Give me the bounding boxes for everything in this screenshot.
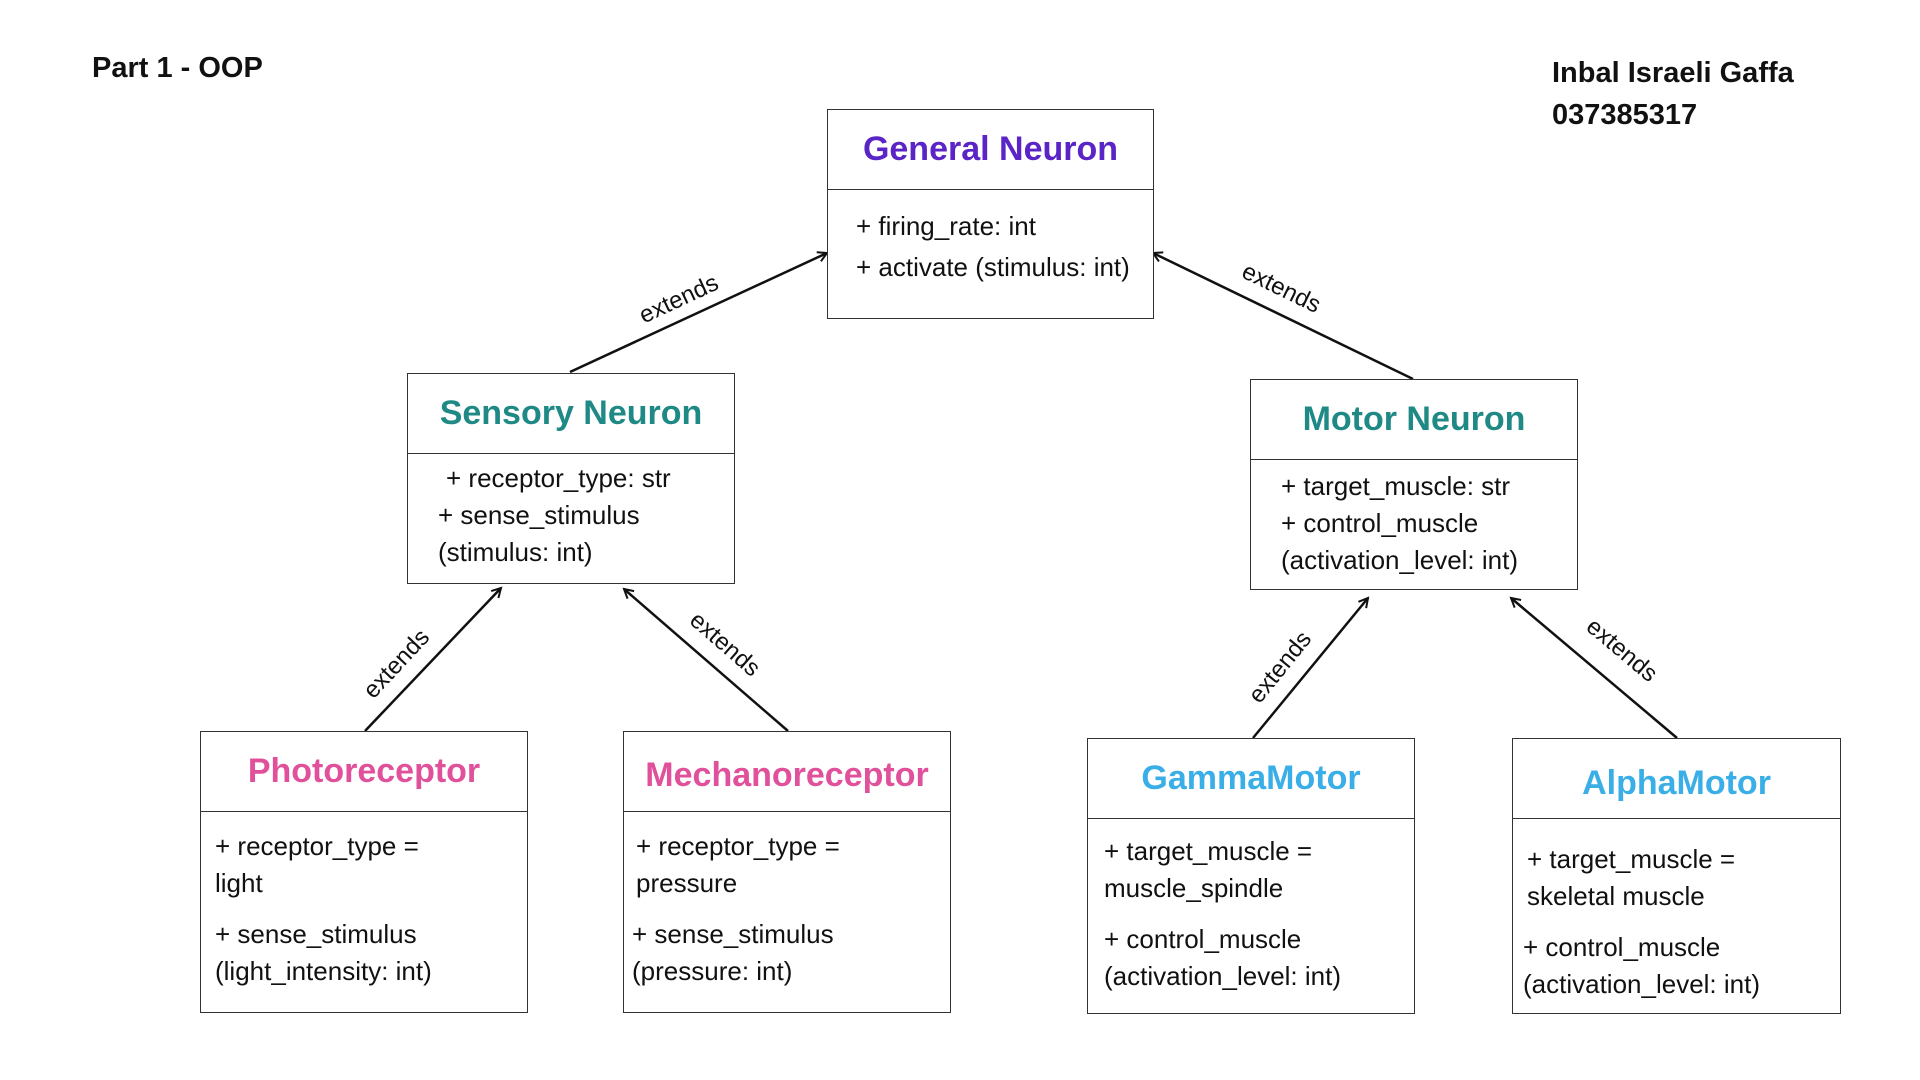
arrow-alphamotor-to-motor [1511,598,1678,739]
member: + receptor_type = [636,831,840,861]
page-title: Part 1 - OOP [92,52,263,84]
extends-label: extends [1581,613,1663,688]
member: + target_muscle = [1527,844,1736,874]
class-members: + target_muscle = skeletal muscle + cont… [1513,819,1840,1011]
arrow-photoreceptor-to-sensory [364,588,501,732]
class-members: + target_muscle = muscle_spindle + contr… [1088,819,1414,1003]
extends-label: extends [1238,258,1325,319]
arrow-motor-to-general [1153,253,1414,381]
class-members: + firing_rate: int + activate (stimulus:… [828,190,1153,298]
class-name: Photoreceptor [201,732,527,812]
class-motor-neuron: Motor Neuron + target_muscle: str + cont… [1250,379,1578,590]
class-name: General Neuron [828,110,1153,190]
member: (activation_level: int) [1523,969,1760,999]
class-members: + receptor_type: str + sense_stimulus (s… [408,454,734,579]
class-sensory-neuron: Sensory Neuron + receptor_type: str + se… [407,373,735,584]
class-members: + receptor_type = light + sense_stimulus… [201,812,527,998]
member: + target_muscle: str [1281,471,1511,501]
class-name: GammaMotor [1088,739,1414,819]
member: + target_muscle = [1104,836,1313,866]
extends-label: extends [1243,626,1317,708]
class-members: + receptor_type = pressure + sense_stimu… [624,812,950,998]
arrow-sensory-to-general [569,253,827,374]
member: (light_intensity: int) [215,956,432,986]
member: + receptor_type = [215,831,419,861]
member: + receptor_type: str [446,463,671,493]
class-name: Sensory Neuron [408,374,734,454]
class-gammamotor: GammaMotor + target_muscle = muscle_spin… [1087,738,1415,1014]
author-name: Inbal Israeli Gaffa [1552,57,1794,89]
class-alphamotor: AlphaMotor + target_muscle = skeletal mu… [1512,738,1841,1014]
member: skeletal muscle [1527,881,1705,911]
class-name: AlphaMotor [1513,739,1840,819]
member: (pressure: int) [632,956,793,986]
class-name: Mechanoreceptor [624,732,950,812]
author-block: Inbal Israeli Gaffa 037385317 [1552,52,1794,136]
member: + control_muscle [1104,924,1302,954]
class-name: Motor Neuron [1251,380,1577,460]
class-members: + target_muscle: str + control_muscle (a… [1251,460,1577,587]
extends-label: extends [635,269,723,329]
member: + sense_stimulus [438,500,640,530]
member: + control_muscle [1281,508,1479,538]
member: + activate (stimulus: int) [856,252,1130,282]
member: (stimulus: int) [438,537,593,567]
member: pressure [636,868,738,898]
arrow-gammamotor-to-motor [1252,598,1368,739]
member: (activation_level: int) [1281,545,1518,575]
author-id: 037385317 [1552,99,1698,131]
class-photoreceptor: Photoreceptor + receptor_type = light + … [200,731,528,1013]
extends-label: extends [358,624,435,704]
member: + sense_stimulus [632,919,834,949]
member: muscle_spindle [1104,873,1284,903]
extends-label: extends [684,607,765,683]
member: light [215,868,263,898]
member: + firing_rate: int [856,211,1036,241]
class-mechanoreceptor: Mechanoreceptor + receptor_type = pressu… [623,731,951,1013]
member: + control_muscle [1523,932,1721,962]
member: (activation_level: int) [1104,961,1341,991]
arrow-mechanoreceptor-to-sensory [624,589,789,732]
member: + sense_stimulus [215,919,417,949]
class-general-neuron: General Neuron + firing_rate: int + acti… [827,109,1154,319]
